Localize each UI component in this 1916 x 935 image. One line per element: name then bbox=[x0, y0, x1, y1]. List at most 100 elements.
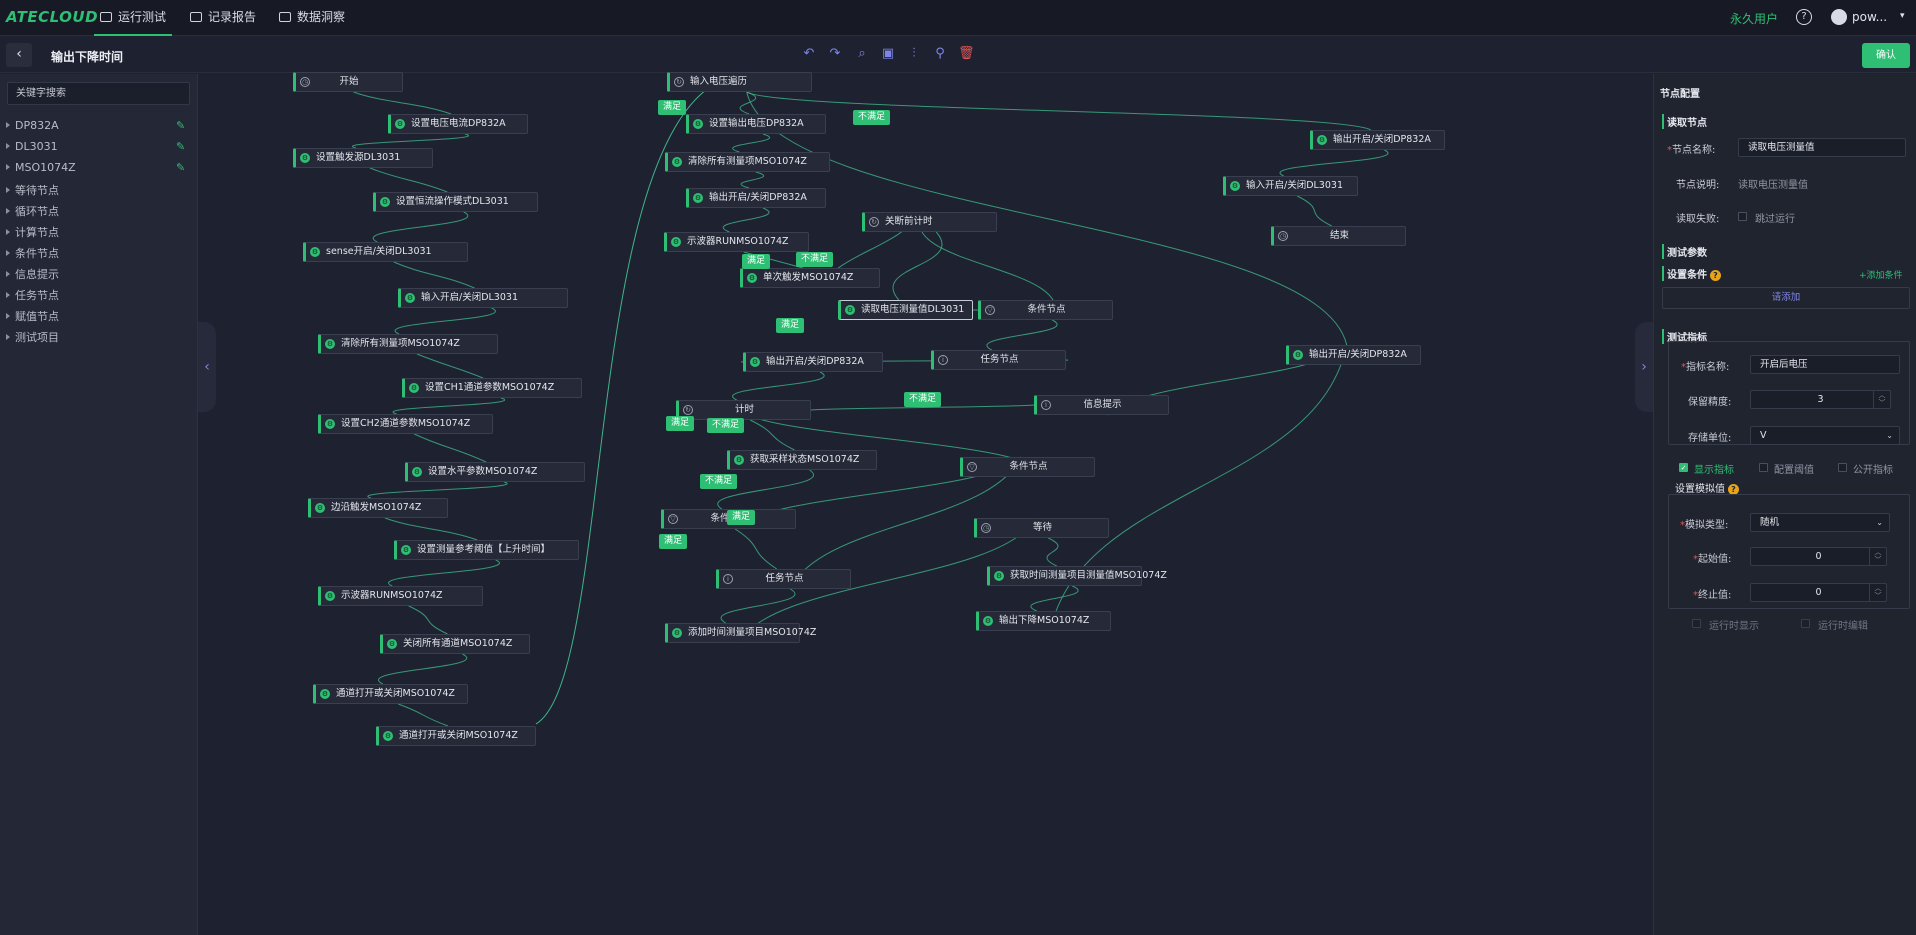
flow-node-n15[interactable]: ⚙通道打开或关闭MSO1074Z bbox=[313, 684, 468, 704]
tab-data-insight[interactable]: 数据洞察 bbox=[273, 0, 351, 36]
node-name-input[interactable]: 读取电压测量值 bbox=[1738, 138, 1906, 157]
flow-node-n34[interactable]: ◷等待 bbox=[974, 518, 1109, 538]
edit-icon[interactable]: ✎ bbox=[176, 161, 186, 174]
flow-canvas[interactable]: ◷开始 ⚙设置电压电流DP832A ⚙设置触发源DL3031 ⚙设置恒流操作模式DL3… bbox=[198, 72, 1653, 935]
chevron-down-icon[interactable]: ▾ bbox=[1900, 11, 1905, 21]
keyword-search-input[interactable]: 关键字搜索 bbox=[7, 82, 190, 105]
collapse-right-icon[interactable]: › bbox=[1635, 322, 1653, 412]
sliders-icon[interactable]: ⫶ bbox=[912, 46, 916, 61]
node-desc-value[interactable]: 读取电压测量值 bbox=[1738, 180, 1808, 191]
help-icon[interactable]: ? bbox=[1728, 484, 1739, 495]
flow-node-n40[interactable]: ◷结束 bbox=[1271, 226, 1406, 246]
end-value-stepper[interactable]: 0︿﹀ bbox=[1750, 583, 1887, 602]
show-metric-checkbox[interactable]: ✓ bbox=[1679, 463, 1688, 472]
flow-node-n13[interactable]: ⚙示波器RUNMSO1074Z bbox=[318, 586, 483, 606]
tree-item-assign[interactable]: 赋值节点 bbox=[6, 308, 59, 324]
flow-node-n38[interactable]: ⚙输出开启/关闭DP832A bbox=[1310, 130, 1445, 150]
undo-icon[interactable]: ↶ bbox=[803, 46, 815, 61]
stepper-arrows-icon[interactable]: ︿﹀ bbox=[1873, 391, 1890, 408]
flow-node-n12[interactable]: ⚙设置测量参考阈值【上升时间】 bbox=[394, 540, 579, 560]
flow-node-n8[interactable]: ⚙设置CH1通道参数MSO1074Z bbox=[402, 378, 582, 398]
flow-node-n28[interactable]: ↻计时 bbox=[676, 400, 811, 420]
help-icon[interactable]: ? bbox=[1796, 9, 1812, 25]
tab-record-report[interactable]: 记录报告 bbox=[184, 0, 262, 36]
runtime-show-checkbox[interactable] bbox=[1692, 619, 1701, 628]
flow-node-n36[interactable]: ⚙获取时间测量项目测量值MSO1074Z bbox=[987, 566, 1167, 586]
flow-node-n6[interactable]: ⚙输入开启/关闭DL3031 bbox=[398, 288, 568, 308]
tree-item-info[interactable]: 信息提示 bbox=[6, 266, 59, 282]
edge-condition-badge[interactable]: 不满足 bbox=[796, 252, 834, 267]
runtime-edit-checkbox[interactable] bbox=[1801, 619, 1810, 628]
tree-item-loop[interactable]: 循环节点 bbox=[6, 203, 59, 219]
tree-item-test-project[interactable]: 测试项目 bbox=[6, 329, 59, 345]
tree-item-mso1074z[interactable]: MSO1074Z bbox=[6, 161, 76, 174]
flow-node-n17[interactable]: ↻输入电压遍历 bbox=[667, 72, 812, 92]
tab-run-test[interactable]: 运行测试 bbox=[94, 0, 173, 36]
flow-node-n4[interactable]: ⚙设置恒流操作模式DL3031 bbox=[373, 192, 538, 212]
flow-node-n10[interactable]: ⚙设置水平参数MSO1074Z bbox=[405, 462, 585, 482]
tree-item-calc[interactable]: 计算节点 bbox=[6, 224, 59, 240]
flow-node-n2[interactable]: ⚙设置电压电流DP832A bbox=[388, 114, 528, 134]
flow-node-n27[interactable]: ⚙输出开启/关闭DP832A bbox=[743, 352, 883, 372]
flow-node-n24[interactable]: ⚙读取电压测量值DL3031 bbox=[838, 300, 973, 320]
redo-icon[interactable]: ↷ bbox=[829, 46, 841, 61]
edge-condition-badge[interactable]: 满足 bbox=[666, 416, 695, 431]
confirm-button[interactable]: 确认 bbox=[1862, 43, 1910, 68]
flow-node-n35[interactable]: ⚙添加时间测量项目MSO1074Z bbox=[665, 623, 816, 643]
flow-node-n23[interactable]: ⚙单次触发MSO1074Z bbox=[740, 268, 880, 288]
flow-node-n1[interactable]: ◷开始 bbox=[293, 72, 403, 92]
tree-item-condition[interactable]: 条件节点 bbox=[6, 245, 59, 261]
edge-condition-badge[interactable]: 不满足 bbox=[904, 392, 942, 407]
flow-node-n5[interactable]: ⚙sense开启/关闭DL3031 bbox=[303, 242, 468, 262]
flow-node-n16[interactable]: ⚙通道打开或关闭MSO1074Z bbox=[376, 726, 536, 746]
collapse-left-icon[interactable]: ‹ bbox=[198, 322, 216, 412]
flow-node-n3[interactable]: ⚙设置触发源DL3031 bbox=[293, 148, 433, 168]
flow-node-n22[interactable]: ↻关断前计时 bbox=[862, 212, 997, 232]
edge-condition-badge[interactable]: 不满足 bbox=[707, 418, 745, 433]
flow-node-n9[interactable]: ⚙设置CH2通道参数MSO1074Z bbox=[318, 414, 493, 434]
precision-stepper[interactable]: 3︿﹀ bbox=[1750, 390, 1891, 409]
edge-condition-badge[interactable]: 不满足 bbox=[853, 110, 891, 125]
metric-name-input[interactable]: 开启后电压 bbox=[1750, 355, 1900, 374]
flow-node-n14[interactable]: ⚙关闭所有通道MSO1074Z bbox=[380, 634, 530, 654]
skip-run-checkbox[interactable] bbox=[1738, 212, 1747, 221]
stepper-arrows-icon[interactable]: ︿﹀ bbox=[1869, 584, 1886, 601]
add-condition-button[interactable]: +添加条件 bbox=[1859, 271, 1903, 281]
edge-condition-badge[interactable]: 满足 bbox=[659, 534, 688, 549]
flow-node-n11[interactable]: ⚙边沿触发MSO1074Z bbox=[308, 498, 448, 518]
flow-node-n21[interactable]: ⚙示波器RUNMSO1074Z bbox=[664, 232, 809, 252]
tree-item-dp832a[interactable]: DP832A bbox=[6, 119, 59, 132]
flow-node-n41[interactable]: ⚙输出开启/关闭DP832A bbox=[1286, 345, 1421, 365]
edge-condition-badge[interactable]: 不满足 bbox=[700, 474, 738, 489]
config-threshold-checkbox[interactable] bbox=[1759, 463, 1768, 472]
add-condition-placeholder[interactable]: 请添加 bbox=[1662, 287, 1910, 309]
flow-node-n7[interactable]: ⚙清除所有测量项MSO1074Z bbox=[318, 334, 498, 354]
plugin-icon[interactable]: ⚲ bbox=[935, 46, 945, 61]
stepper-arrows-icon[interactable]: ︿﹀ bbox=[1869, 548, 1886, 565]
back-button[interactable]: ‹ bbox=[6, 43, 32, 67]
edge-condition-badge[interactable]: 满足 bbox=[776, 318, 805, 333]
edit-icon[interactable]: ✎ bbox=[176, 119, 186, 132]
help-icon[interactable]: ? bbox=[1710, 270, 1721, 281]
start-value-stepper[interactable]: 0︿﹀ bbox=[1750, 547, 1887, 566]
delete-icon[interactable]: 🗑 bbox=[958, 46, 975, 61]
tree-item-task[interactable]: 任务节点 bbox=[6, 287, 59, 303]
edge-condition-badge[interactable]: 满足 bbox=[742, 254, 771, 269]
public-metric-checkbox[interactable] bbox=[1838, 463, 1847, 472]
flow-node-n37[interactable]: ⚙输出下降MSO1074Z bbox=[976, 611, 1111, 631]
avatar[interactable] bbox=[1831, 9, 1847, 25]
edit-icon[interactable]: ✎ bbox=[176, 140, 186, 153]
flow-node-n25[interactable]: ▽条件节点 bbox=[978, 300, 1113, 320]
unit-select[interactable]: V⌄ bbox=[1750, 426, 1900, 445]
sim-type-select[interactable]: 随机⌄ bbox=[1750, 513, 1890, 532]
tree-item-wait[interactable]: 等待节点 bbox=[6, 182, 59, 198]
tree-item-dl3031[interactable]: DL3031 bbox=[6, 140, 58, 153]
flow-node-n20[interactable]: ⚙输出开启/关闭DP832A bbox=[686, 188, 826, 208]
flow-node-n30[interactable]: ⚙获取采样状态MSO1074Z bbox=[727, 450, 877, 470]
flow-node-n39[interactable]: ⚙输入开启/关闭DL3031 bbox=[1223, 176, 1358, 196]
flow-node-n18[interactable]: ⚙设置输出电压DP832A bbox=[686, 114, 826, 134]
image-icon[interactable]: ▣ bbox=[881, 46, 895, 61]
